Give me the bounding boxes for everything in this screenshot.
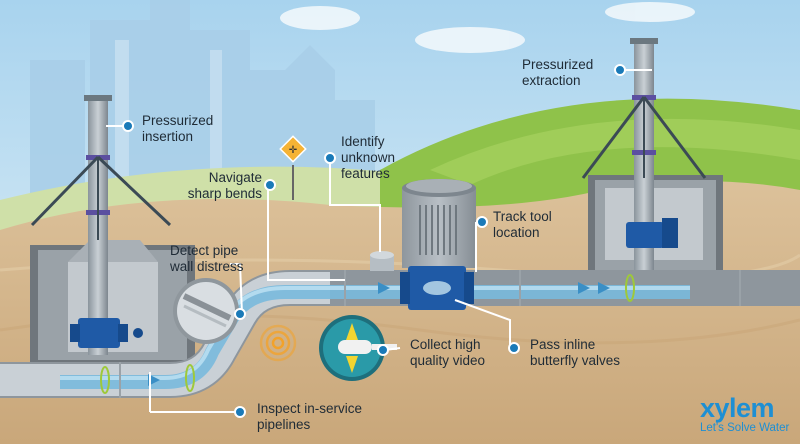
extraction-pole: [581, 38, 707, 270]
label-identify-unknown: Identify unknown features: [341, 134, 396, 181]
label-navigate-bends: Navigate sharp bends: [187, 170, 262, 201]
access-port: [370, 251, 394, 271]
label-track-tool: Track tool location: [493, 209, 552, 240]
sonar-signal: [259, 324, 297, 362]
label-pass-valves: Pass inline butterfly valves: [530, 337, 621, 368]
insertion-pole: [30, 95, 172, 355]
label-inspect-pipelines: Inspect in-service pipelines: [257, 401, 363, 432]
callout-dots: [122, 64, 626, 418]
xylem-logo: xylem Let's Solve Water: [700, 394, 792, 435]
label-pressurized-extraction: Pressurized extraction: [522, 57, 594, 88]
city-skyline-highlight: [115, 40, 222, 190]
svg-text:✛: ✛: [289, 145, 298, 156]
insertion-valve: [70, 318, 143, 348]
label-collect-video: Collect high quality video: [410, 337, 486, 368]
clouds: [280, 2, 695, 53]
logo-tagline: Let's Solve Water: [700, 422, 790, 434]
label-pressurized-insertion: Pressurized insertion: [142, 113, 214, 144]
callout-lines: [106, 69, 652, 413]
label-detect-distress: Detect pipe wall distress: [170, 243, 244, 274]
distress-magnifier: [173, 278, 239, 344]
butterfly-valve: [400, 266, 474, 310]
road-sign: ✛: [279, 135, 307, 200]
extraction-valve: [626, 218, 678, 248]
logo-wordmark: xylem: [700, 393, 775, 423]
valve-hut: [402, 179, 476, 268]
